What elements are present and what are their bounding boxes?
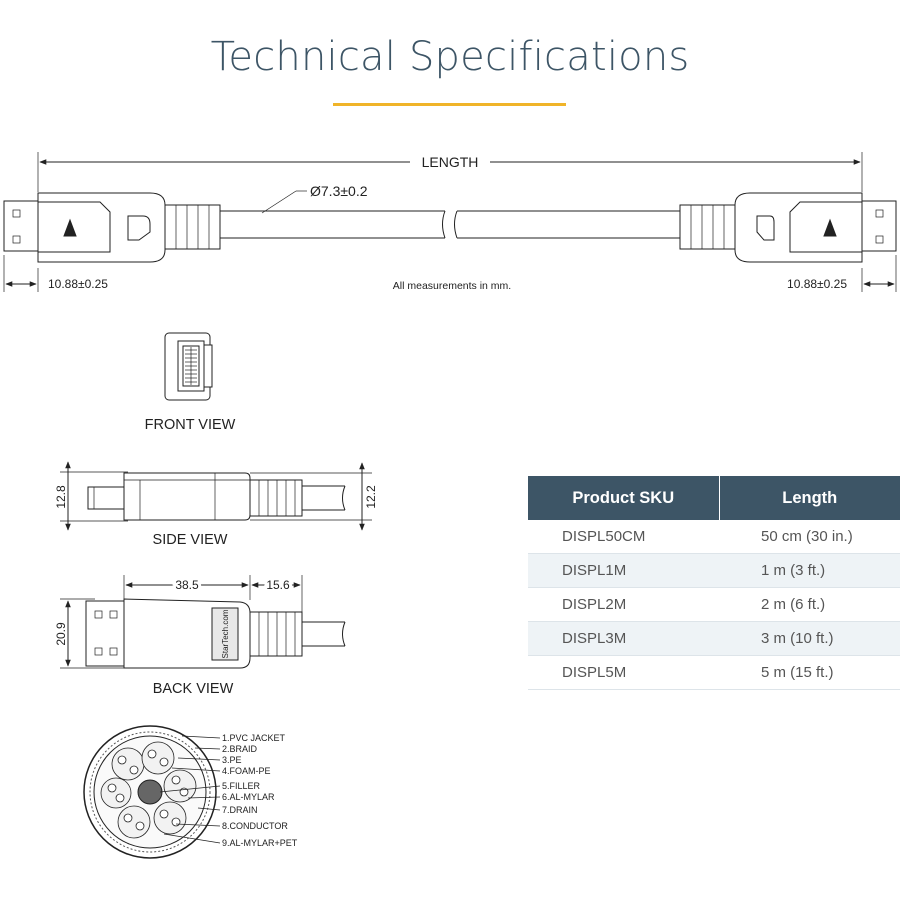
back-length-boot-label: 15.6 (266, 578, 290, 592)
column-header-length: Length (718, 476, 900, 520)
table-row: DISPL5M 5 m (15 ft.) (528, 655, 900, 690)
side-view-drawing: 12.8 12.2 (54, 461, 378, 531)
length-cell: 5 m (15 ft.) (719, 655, 900, 690)
back-view-label: BACK VIEW (153, 681, 234, 697)
sku-cell: DISPL2M (528, 587, 719, 622)
cross-section-layer-label: 3.PE (222, 755, 242, 765)
length-cell: 3 m (10 ft.) (719, 621, 900, 656)
side-height-left-label: 12.8 (54, 485, 68, 509)
column-header-sku: Product SKU (528, 476, 719, 520)
cross-section-layer-label: 2.BRAID (222, 744, 258, 754)
length-cell: 50 cm (30 in.) (719, 520, 900, 554)
cable-body: Ø7.3±0.2 (220, 183, 680, 239)
measurement-note: All measurements in mm. (393, 280, 511, 292)
page-title: Technical Specifications (210, 34, 690, 80)
front-view-label: FRONT VIEW (145, 417, 236, 433)
cable-cross-section (83, 725, 221, 859)
table-row: DISPL1M 1 m (3 ft.) (528, 553, 900, 588)
back-length-body-label: 38.5 (175, 578, 199, 592)
product-spec-table: Product SKU Length DISPL50CM 50 cm (30 i… (528, 476, 900, 690)
back-view-drawing: 38.5 15.6 20.9 StarTech.com (54, 575, 346, 669)
plug-width-left-label: 10.88±0.25 (48, 277, 108, 291)
left-connector (3, 192, 221, 263)
table-row: DISPL3M 3 m (10 ft.) (528, 621, 900, 656)
triangle-icon (823, 218, 837, 237)
table-row: DISPL50CM 50 cm (30 in.) (528, 520, 900, 554)
table-header-row: Product SKU Length (528, 476, 900, 520)
length-cell: 1 m (3 ft.) (719, 553, 900, 588)
front-view-drawing (164, 332, 213, 401)
table-row: DISPL2M 2 m (6 ft.) (528, 587, 900, 622)
plug-width-dimensions: 10.88±0.25 10.88±0.25 All measurements i… (3, 255, 897, 292)
cross-section-layer-label: 8.CONDUCTOR (222, 821, 288, 831)
sku-cell: DISPL50CM (528, 520, 719, 554)
cross-section-layer-label: 7.DRAIN (222, 805, 258, 815)
side-height-right-label: 12.2 (364, 485, 378, 509)
right-connector (679, 192, 897, 263)
triangle-icon (63, 218, 77, 237)
sku-cell: DISPL5M (528, 655, 719, 690)
diameter-label: Ø7.3±0.2 (310, 183, 368, 199)
cross-section-layer-label: 9.AL-MYLAR+PET (222, 838, 298, 848)
length-cell: 2 m (6 ft.) (719, 587, 900, 622)
side-view-label: SIDE VIEW (153, 532, 228, 548)
plug-width-right-label: 10.88±0.25 (787, 277, 847, 291)
length-label: LENGTH (422, 154, 479, 170)
sku-cell: DISPL3M (528, 621, 719, 656)
brand-text: StarTech.com (221, 609, 230, 658)
back-height-label: 20.9 (54, 622, 68, 646)
sku-cell: DISPL1M (528, 553, 719, 588)
cross-section-layer-label: 1.PVC JACKET (222, 733, 286, 743)
title-underline (333, 103, 566, 106)
cross-section-layer-label: 6.AL-MYLAR (222, 792, 275, 802)
length-dimension: LENGTH (37, 152, 863, 192)
cross-section-layer-label: 5.FILLER (222, 781, 261, 791)
cross-section-layer-label: 4.FOAM-PE (222, 766, 271, 776)
